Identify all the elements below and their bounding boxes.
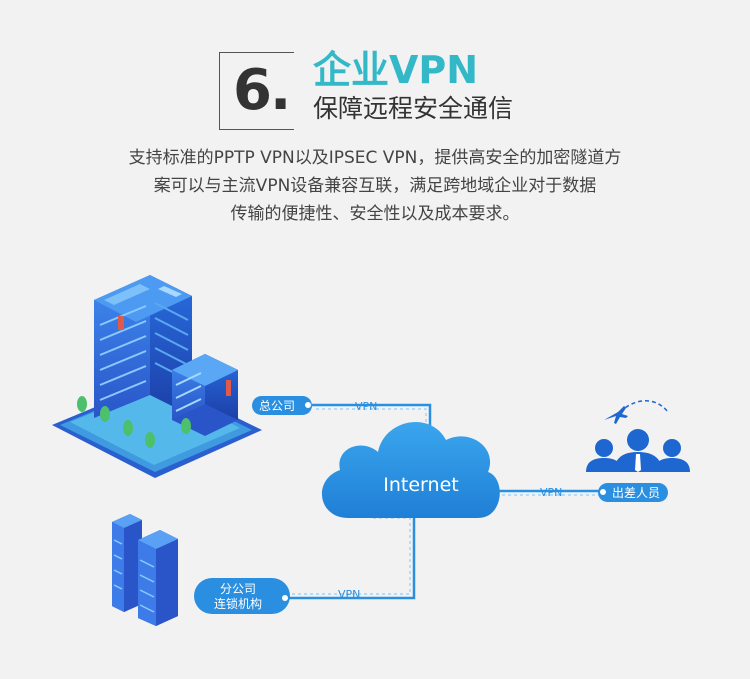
section-subtitle: 保障远程安全通信: [313, 94, 514, 123]
description-line: 案可以与主流VPN设备兼容互联，满足跨地域企业对于数据: [153, 176, 597, 196]
section-number: 6.: [233, 58, 291, 123]
traveler-node: 出差人员: [598, 483, 668, 502]
traveler-label: 出差人员: [612, 486, 660, 500]
headquarters-building-icon: [52, 275, 262, 478]
branch-label-line2: 连锁机构: [214, 596, 262, 611]
internet-cloud-icon: Internet: [321, 422, 500, 518]
description-line: 传输的便捷性、安全性以及成本要求。: [230, 204, 520, 224]
branch-buildings-icon: [112, 514, 178, 626]
internet-label: Internet: [383, 474, 458, 496]
vpn-label-branch: VPN: [338, 588, 360, 601]
hq-node: 总公司: [252, 396, 312, 415]
description-line: 支持标准的PPTP VPN以及IPSEC VPN，提供高安全的加密隧道方: [128, 148, 622, 168]
header: 6. 企业VPN 保障远程安全通信 支持标准的PPTP VPN以及IPSEC V…: [0, 0, 750, 240]
section-title: 企业VPN: [313, 48, 479, 92]
number-frame: [219, 52, 294, 130]
hq-label: 总公司: [259, 399, 295, 413]
vpn-label-hq: VPN: [355, 400, 377, 413]
branch-label-line1: 分公司: [220, 582, 256, 596]
airplane-icon: [604, 400, 669, 424]
description: 支持标准的PPTP VPN以及IPSEC VPN，提供高安全的加密隧道方 案可以…: [75, 144, 675, 228]
vpn-label-traveler: VPN: [540, 486, 562, 499]
business-people-icon: [586, 429, 690, 472]
branch-node: 分公司 连锁机构: [194, 578, 290, 614]
